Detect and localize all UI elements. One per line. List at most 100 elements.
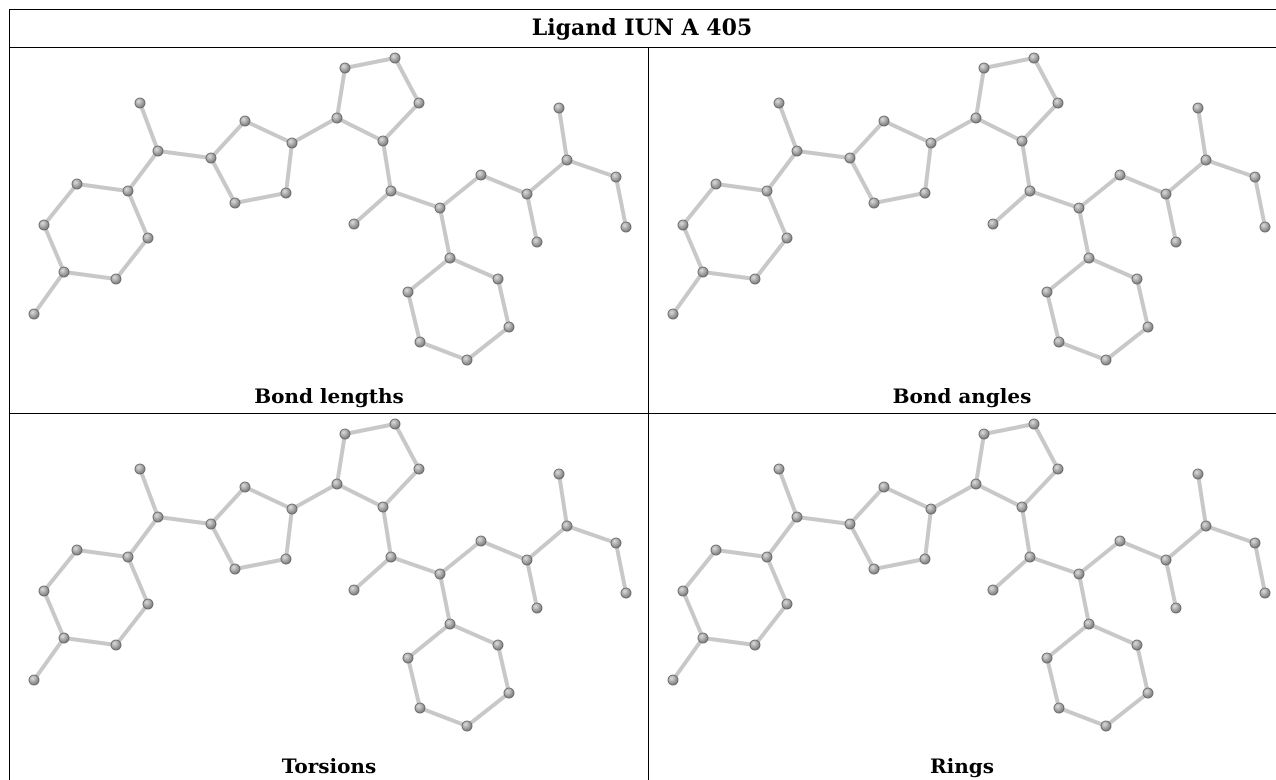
atom xyxy=(414,702,426,714)
atom xyxy=(280,553,292,565)
bond xyxy=(465,325,511,362)
bond xyxy=(393,56,421,105)
bond xyxy=(42,223,66,274)
bond xyxy=(62,270,118,281)
atom xyxy=(348,218,360,230)
bond xyxy=(418,340,469,362)
bond xyxy=(557,472,569,528)
bond xyxy=(614,175,628,229)
bond xyxy=(681,548,718,593)
atom xyxy=(773,97,785,109)
bond xyxy=(565,524,618,545)
bond xyxy=(848,156,876,205)
atom xyxy=(761,551,773,563)
atom xyxy=(925,137,937,149)
bond xyxy=(1020,505,1032,559)
bond xyxy=(1045,290,1061,344)
atom xyxy=(58,632,70,644)
bond xyxy=(848,485,886,526)
atom xyxy=(868,563,880,575)
bond xyxy=(974,116,1024,143)
bond xyxy=(681,589,705,640)
molecule-structure-bond-angles xyxy=(667,52,1271,366)
bond xyxy=(714,182,769,193)
atom xyxy=(919,187,931,199)
atom xyxy=(1041,286,1053,298)
atom xyxy=(142,232,154,244)
bond xyxy=(75,182,130,193)
bond xyxy=(525,524,569,562)
bond xyxy=(406,656,422,710)
bond xyxy=(335,116,385,143)
atom xyxy=(561,520,573,532)
bond xyxy=(290,482,339,511)
atom xyxy=(1200,520,1212,532)
bond xyxy=(393,422,421,471)
bond xyxy=(1118,173,1168,196)
bond xyxy=(1045,622,1091,660)
bond xyxy=(557,106,569,162)
atom xyxy=(205,152,217,164)
atom xyxy=(1249,171,1261,183)
bond xyxy=(1196,472,1208,528)
bond xyxy=(114,236,150,281)
atom xyxy=(844,152,856,164)
bond xyxy=(1032,56,1060,105)
atom xyxy=(402,652,414,664)
bond xyxy=(929,482,978,511)
atom xyxy=(475,169,487,181)
atom xyxy=(1142,321,1154,333)
bond xyxy=(681,182,718,227)
atom xyxy=(413,463,425,475)
atom xyxy=(878,115,890,127)
bond xyxy=(496,277,511,329)
atom xyxy=(229,563,241,575)
bond xyxy=(1164,524,1208,562)
atom xyxy=(531,236,543,248)
atom xyxy=(710,178,722,190)
atom xyxy=(339,62,351,74)
bond xyxy=(753,602,789,647)
bond xyxy=(438,539,483,576)
bond xyxy=(1087,256,1139,281)
bond xyxy=(525,192,539,244)
bond xyxy=(343,56,397,70)
bond xyxy=(335,482,385,509)
atom xyxy=(1114,535,1126,547)
bond xyxy=(156,515,213,526)
atom xyxy=(987,584,999,596)
bond xyxy=(62,636,118,647)
bond xyxy=(1020,467,1060,509)
bond xyxy=(765,515,799,559)
atom xyxy=(970,112,982,124)
bond xyxy=(381,101,421,143)
atom xyxy=(142,598,154,610)
bond xyxy=(496,643,511,695)
panel-bond-angles: Bond angles xyxy=(649,48,1275,413)
atom xyxy=(1192,468,1204,480)
atom xyxy=(1259,221,1271,233)
bond xyxy=(1020,139,1032,193)
bond xyxy=(974,432,986,486)
panel-bond-lengths: Bond lengths xyxy=(10,48,648,413)
bond xyxy=(126,189,150,240)
atom xyxy=(1131,639,1143,651)
molecule-structure-rings xyxy=(667,418,1271,732)
atom xyxy=(434,202,446,214)
bond xyxy=(565,158,618,179)
bond xyxy=(614,541,628,595)
bond xyxy=(406,622,452,660)
bond xyxy=(406,256,452,294)
bond xyxy=(753,236,789,281)
atom xyxy=(697,266,709,278)
atom xyxy=(1028,52,1040,64)
atom xyxy=(1041,652,1053,664)
atom xyxy=(1024,185,1036,197)
bond xyxy=(114,602,150,647)
bond xyxy=(795,515,852,526)
bond xyxy=(701,636,757,647)
bond xyxy=(671,270,705,316)
bond xyxy=(1135,643,1150,695)
bond xyxy=(1164,192,1178,244)
atom xyxy=(134,463,146,475)
